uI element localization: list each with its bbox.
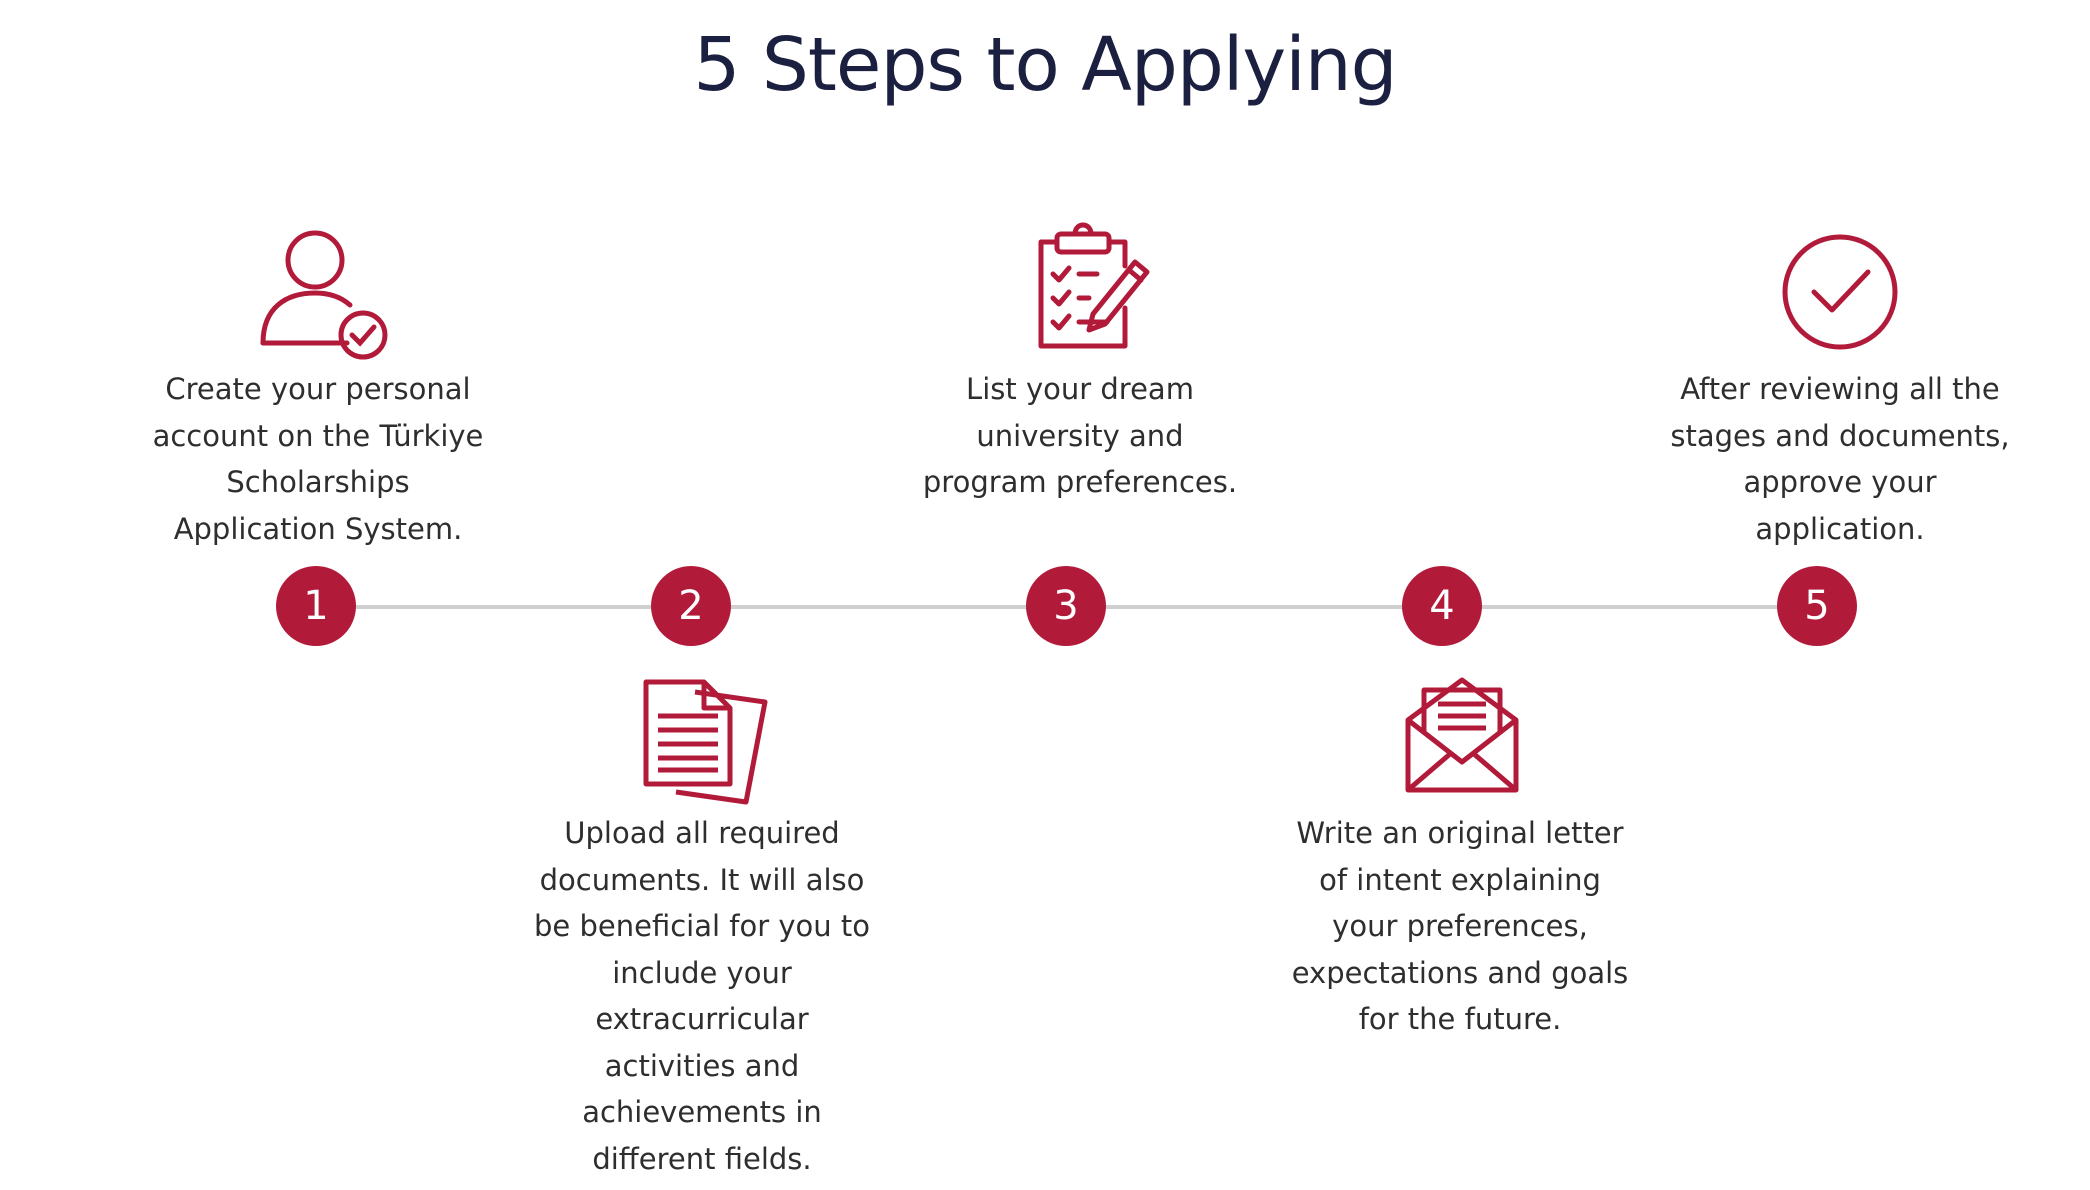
clipboard-checklist-icon [1035, 218, 1155, 353]
step-5-badge: 5 [1777, 566, 1857, 646]
check-circle-icon [1780, 232, 1900, 352]
envelope-letter-icon [1402, 670, 1522, 795]
step-1-badge: 1 [276, 566, 356, 646]
step-1-description: Create your personal account on the Türk… [152, 372, 484, 546]
step-4-description: Write an original letter of intent expla… [1291, 816, 1629, 1036]
user-check-icon [255, 225, 395, 365]
page-title: 5 Steps to Applying [693, 22, 1397, 108]
step-2-badge: 2 [651, 566, 731, 646]
documents-icon [640, 670, 770, 810]
step-3-badge: 3 [1026, 566, 1106, 646]
step-2-description: Upload all required documents. It will a… [534, 816, 870, 1176]
step-3-description: List your dream university and program p… [922, 372, 1238, 499]
step-4-badge: 4 [1402, 566, 1482, 646]
step-5-description: After reviewing all the stages and docum… [1670, 372, 2010, 546]
